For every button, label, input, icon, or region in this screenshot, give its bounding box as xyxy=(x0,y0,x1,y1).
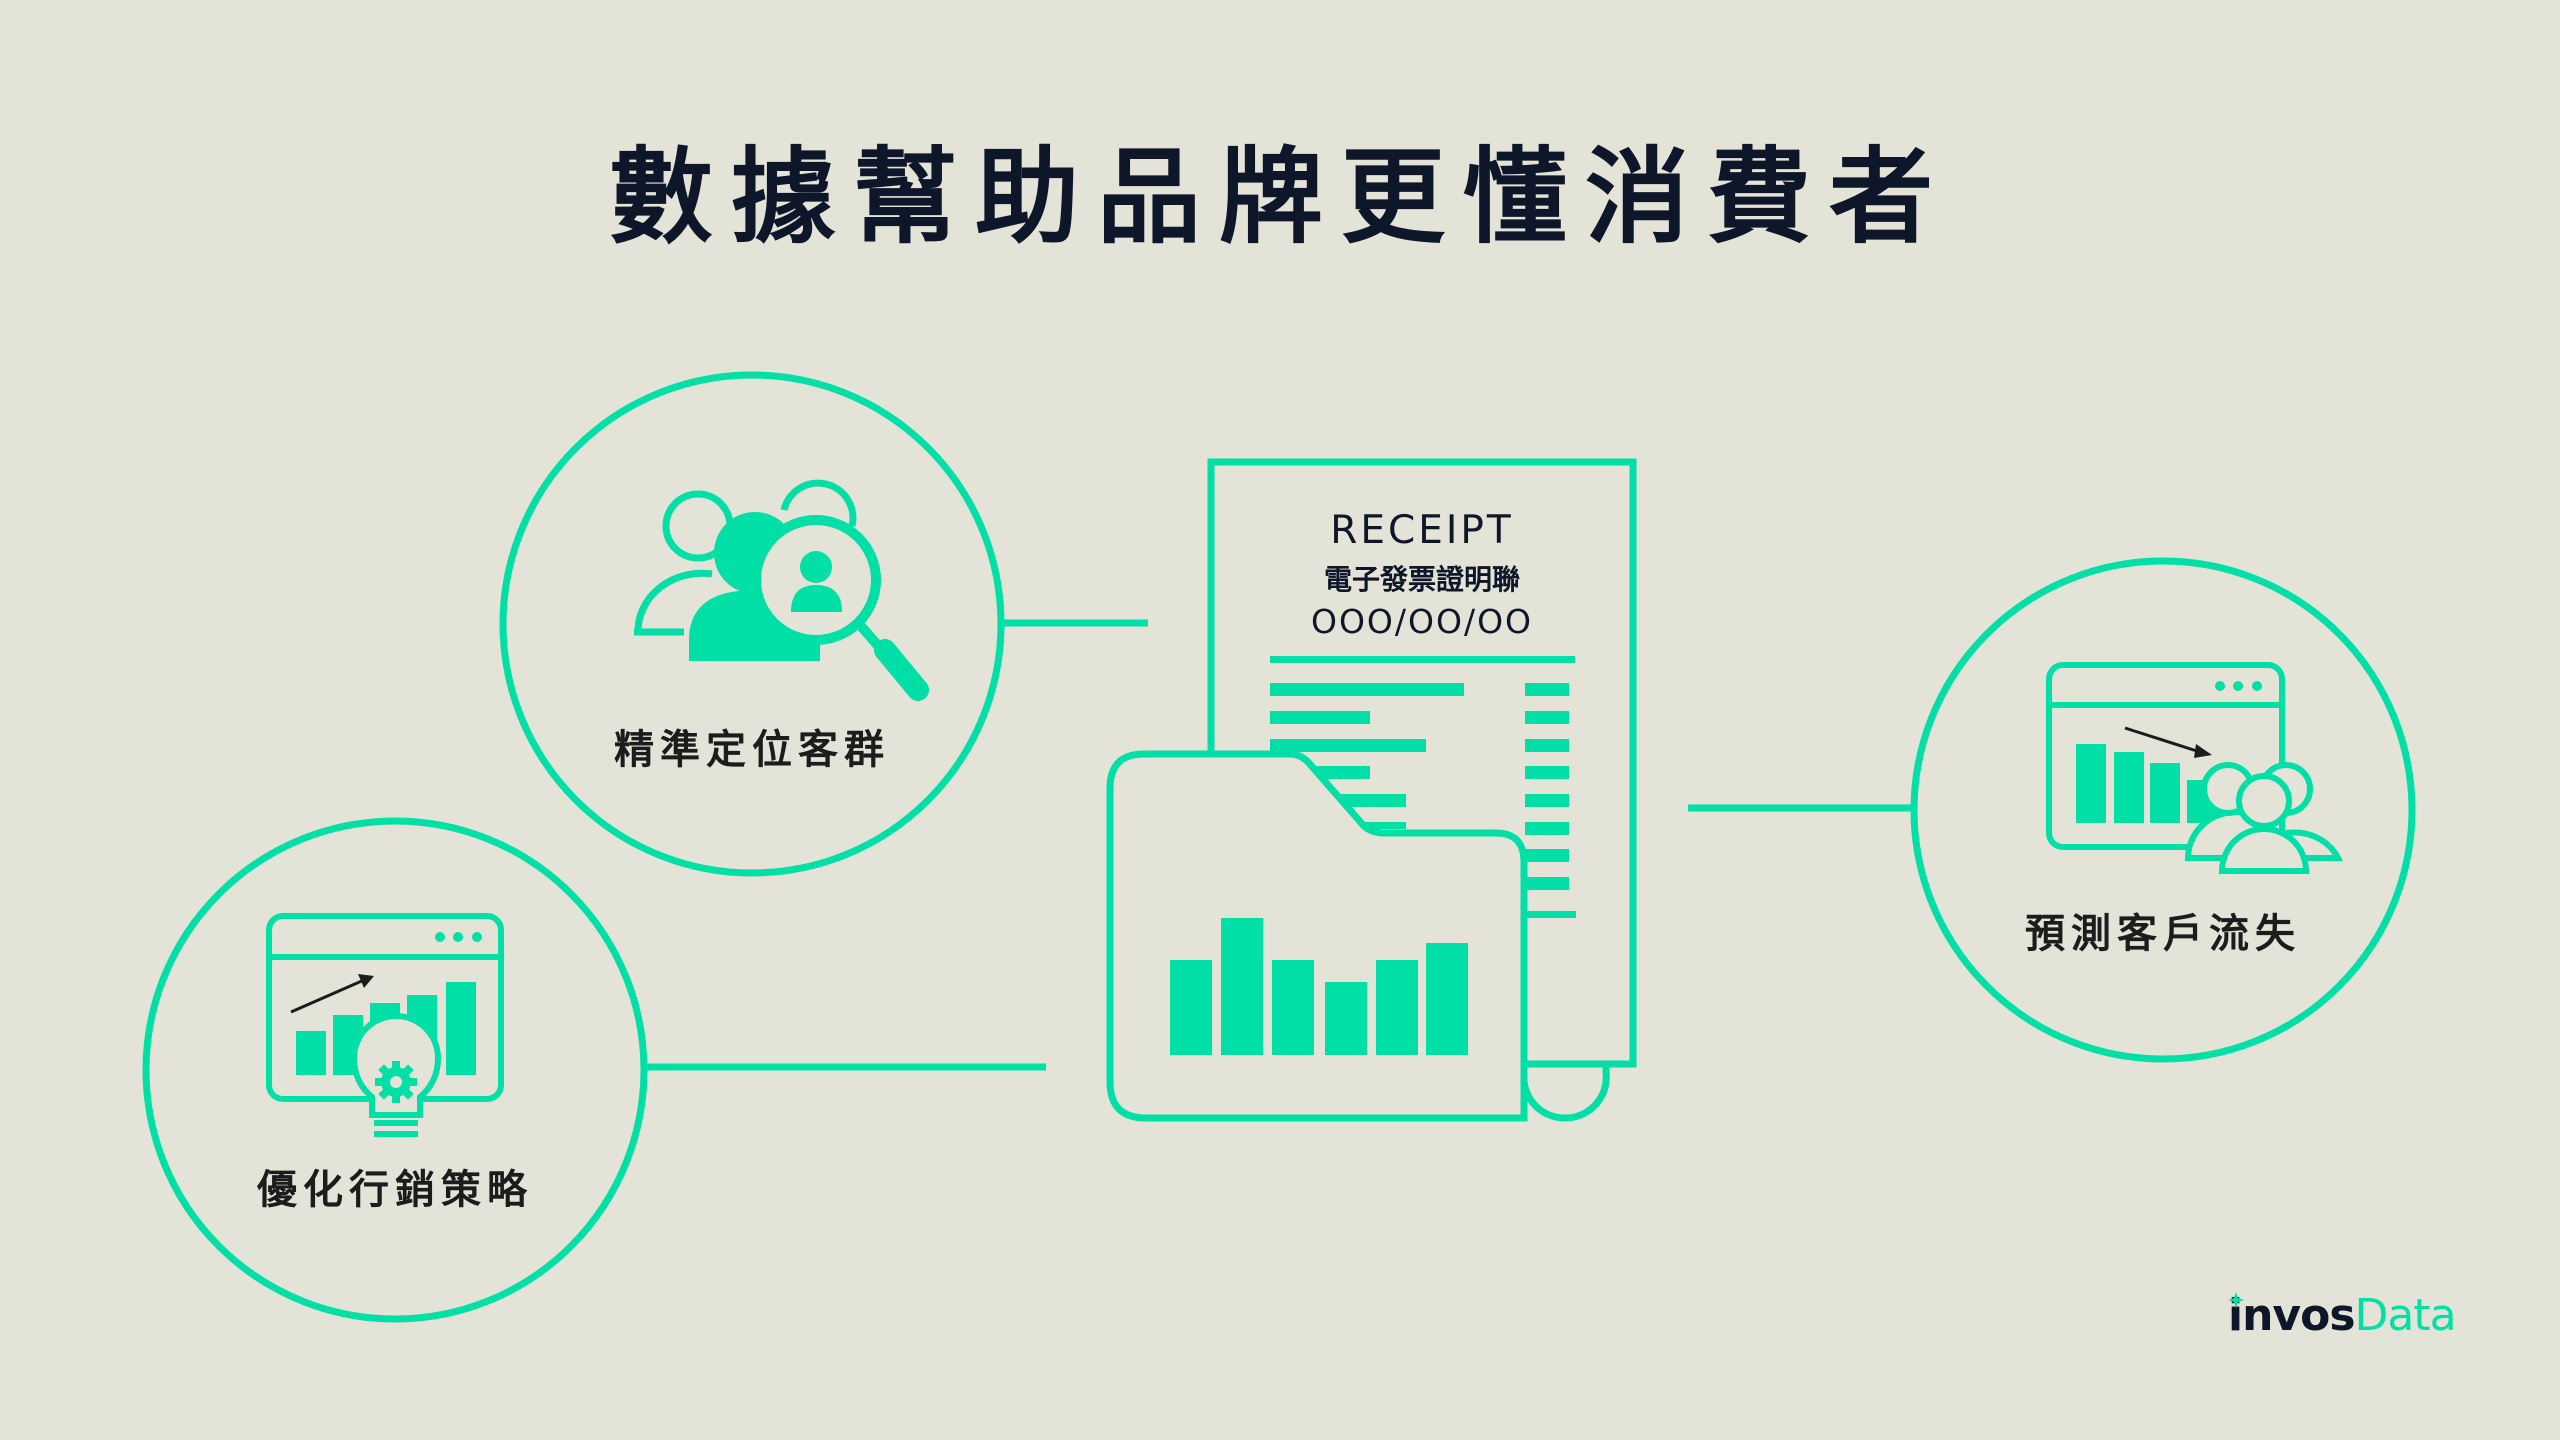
node-circle-target-audience xyxy=(499,371,1005,877)
logo-text-invos: invos xyxy=(2228,1290,2356,1341)
folder-bar-chart xyxy=(1170,918,1468,1055)
sparkle-icon xyxy=(2228,1292,2244,1308)
receipt-subtitle: 電子發票證明聯 xyxy=(1323,563,1520,596)
node-circle-churn xyxy=(1910,557,2416,1063)
chart-decline-users-icon xyxy=(2046,662,2343,874)
chart-growth-lightbulb-icon xyxy=(266,913,504,1137)
receipt-heading: RECEIPT xyxy=(1330,508,1514,553)
node-label-marketing: 優化行銷策略 xyxy=(257,1167,533,1213)
node-circle-marketing xyxy=(142,817,648,1323)
logo-text-data: Data xyxy=(2354,1290,2457,1341)
brand-logo: invosData xyxy=(2228,1290,2457,1342)
node-label-target-audience: 精準定位客群 xyxy=(614,727,890,773)
page-title: 數據幫助品牌更懂消費者 xyxy=(608,136,1951,258)
node-label-churn: 預測客戶流失 xyxy=(2025,911,2301,957)
receipt-date: OOO/OO/OO xyxy=(1310,602,1534,641)
user-group-search-icon xyxy=(634,479,929,701)
folder-icon xyxy=(1106,750,1528,1122)
